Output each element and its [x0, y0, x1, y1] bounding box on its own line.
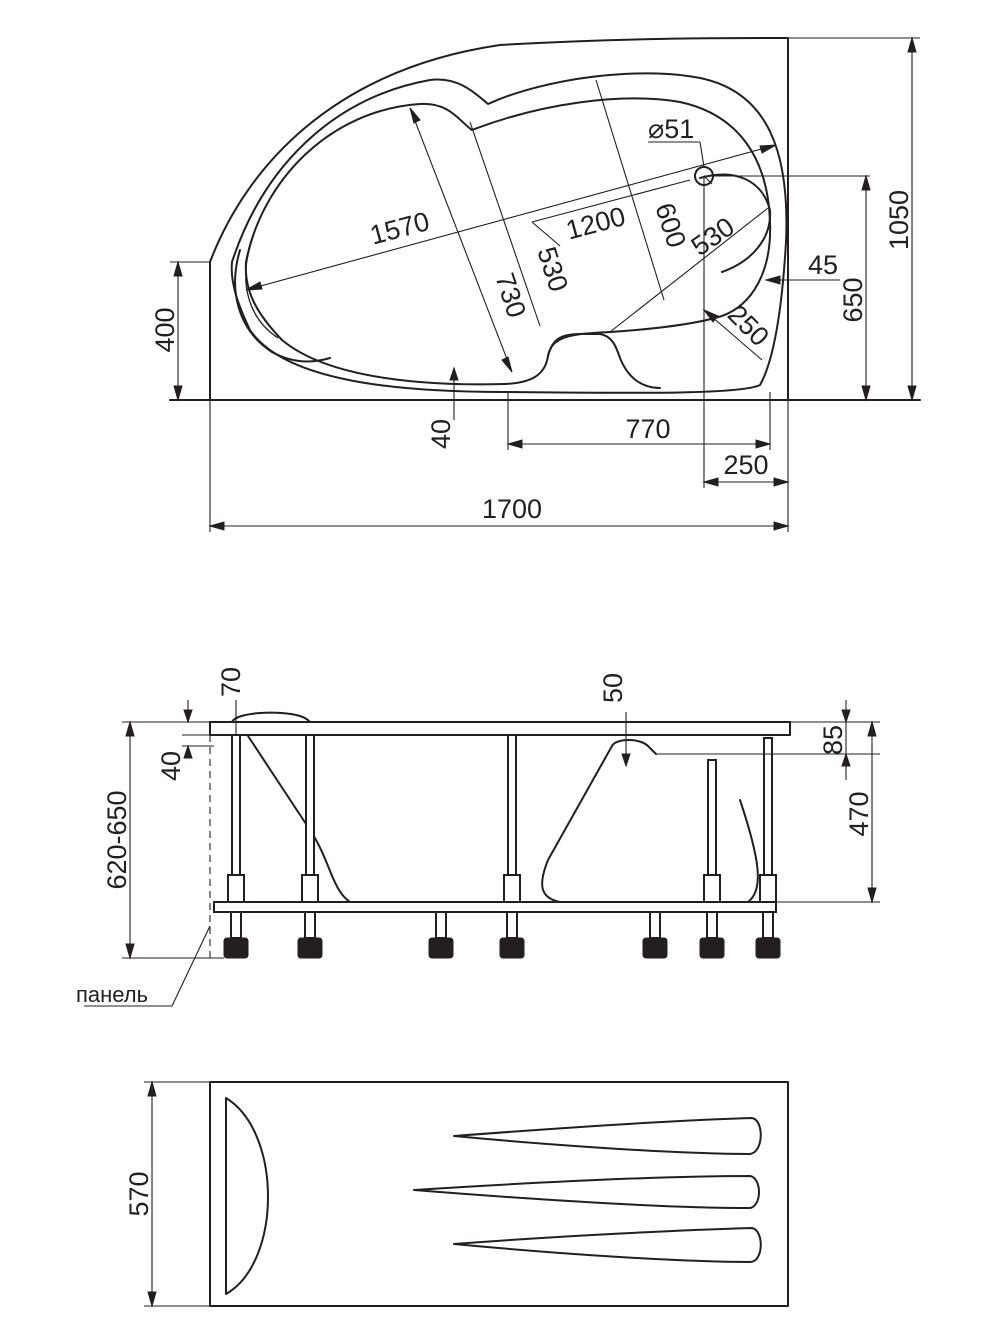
dim-front-seat-length: 770 — [625, 414, 670, 444]
dim-drain-diameter: ⌀51 — [648, 114, 694, 144]
dim-depth: 470 — [844, 791, 874, 836]
dim-seat-width: 600 — [649, 199, 691, 251]
leg — [642, 911, 668, 959]
leg — [223, 734, 249, 959]
headrest-shape — [225, 1097, 269, 1295]
dim-drain-from-wall: 650 — [838, 277, 868, 322]
dim-total-height: 620-650 — [102, 790, 132, 889]
leg — [428, 911, 454, 959]
dim-inner-length: 1570 — [367, 206, 433, 251]
wedge-middle — [413, 1175, 760, 1209]
dim-seat-rim: 85 — [818, 725, 848, 755]
wedge-top — [453, 1117, 762, 1155]
basin-left-wall — [247, 735, 351, 903]
leg — [499, 734, 525, 959]
frame-outline — [209, 1081, 789, 1307]
dim-left-height: 400 — [150, 307, 180, 352]
leg — [297, 734, 323, 959]
leg — [755, 737, 781, 959]
side-view: 620-650 70 40 50 85 470 панель — [76, 667, 880, 1007]
dim-rim-thickness: 70 — [216, 667, 246, 697]
dim-corner-radius: 250 — [722, 299, 775, 352]
dim-rim-inner: 40 — [156, 751, 186, 781]
panel-label: панель — [76, 982, 148, 1007]
frame-base — [213, 901, 777, 913]
dim-inner-width: 730 — [489, 269, 531, 321]
top-view: 1570 730 530 1200 600 530 ⌀51 45 — [150, 36, 921, 532]
dim-backrest-length: 1200 — [563, 201, 629, 246]
dim-rim-front: 40 — [426, 419, 456, 449]
dim-bottom-width: 570 — [124, 1171, 154, 1216]
right-seat — [699, 173, 772, 273]
tub-basin — [244, 97, 772, 386]
dim-headrest-step: 50 — [598, 673, 628, 703]
leg — [699, 759, 725, 959]
dim-overall-width: 1050 — [884, 190, 914, 250]
legs — [223, 734, 781, 959]
bottom-view: 570 — [124, 1080, 789, 1308]
basin-right-wall — [541, 745, 613, 903]
wedge-bottom — [453, 1227, 762, 1263]
dim-right-offset: 250 — [723, 450, 768, 480]
front-seat — [547, 333, 661, 389]
dim-overall-length: 1700 — [482, 494, 542, 524]
dim-seat-depth: 530 — [686, 211, 740, 261]
headrest-curve — [234, 249, 331, 363]
tub-rim-contour — [230, 72, 788, 394]
dim-mid-width: 530 — [531, 243, 573, 295]
tub-outer-outline — [209, 37, 789, 401]
dim-drain-offset: 45 — [808, 250, 838, 280]
